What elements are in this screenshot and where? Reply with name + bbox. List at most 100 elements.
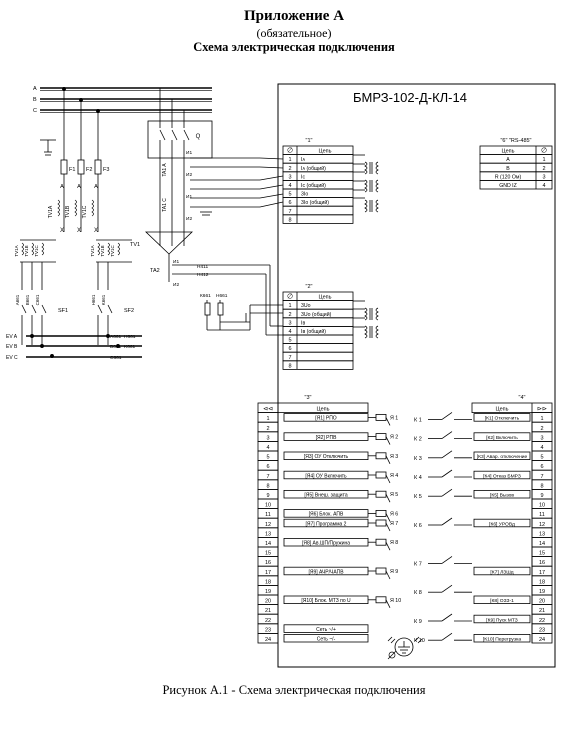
block3-col-header: Цепь: [317, 407, 330, 413]
ta2-label: TA2: [150, 268, 160, 274]
block3-pin: 3: [266, 435, 269, 441]
block1-signal: 3Io: [301, 192, 308, 198]
block4-pin: 4: [540, 445, 543, 451]
ev-label: EV A: [6, 334, 18, 340]
block1-pin: 6: [288, 200, 291, 206]
breaker-contact-icon: [171, 129, 178, 141]
bus-tap: [106, 334, 110, 338]
current-transformer-icon: [364, 161, 368, 175]
block1-signal: 3Io (общий): [301, 199, 329, 206]
coil-icon: [375, 325, 379, 339]
block4-pin: 17: [539, 570, 545, 576]
block4-tag: "4": [519, 395, 526, 401]
relay-contact-icon: [441, 632, 453, 641]
block3-input-label: Я 5: [390, 492, 398, 498]
block4-pin: 3: [540, 435, 543, 441]
ta2-terminal: И2: [173, 282, 179, 288]
block3-input-label: Я 10: [390, 598, 401, 604]
block4-signal: [К7] ЛЗШд: [490, 569, 513, 575]
block3-pin: 9: [266, 493, 269, 499]
block4-col-header: Цепь: [496, 407, 509, 413]
fuse-icon: [60, 159, 68, 175]
block3-pin: 5: [266, 455, 269, 461]
ev-label: EV C: [6, 355, 18, 361]
block1-signal: Iᴀ: [301, 157, 305, 163]
voltage-transformer-icon: [74, 199, 77, 217]
block1-pin: 3: [288, 174, 291, 180]
input-return: [385, 417, 391, 426]
switch-contact-icon: [31, 304, 37, 314]
coil-icon: [375, 179, 379, 193]
ev-mark: B661: [110, 344, 122, 350]
relay-label: К 6: [414, 523, 422, 529]
block3-pin-cell: [257, 633, 279, 644]
block4-pin: 14: [539, 541, 545, 547]
block3-signal: [Я10] Блок. МТЗ по U: [301, 598, 351, 604]
block2-tag: "2": [306, 284, 313, 290]
block2-pin: 1: [288, 303, 291, 309]
block3-signal: [Я6] Блок. АПВ: [309, 512, 344, 518]
block3-signal: [Я9] АЧР/ЧАПВ: [308, 569, 344, 575]
input-return: [385, 542, 391, 551]
block3-signal: [Я4] ОУ Включить: [305, 473, 347, 479]
switch-contact-icon: [97, 304, 103, 314]
input-element: [375, 490, 387, 498]
voltage-transformer-icon: [31, 242, 34, 256]
block3-input-box: [283, 634, 369, 643]
block4-pin: 16: [539, 560, 545, 566]
block3-signal: [Я1] РПО: [315, 416, 336, 422]
block3-input-label: Я 1: [390, 415, 398, 421]
breaker-box: [147, 120, 213, 159]
block6-pin: 3: [542, 174, 545, 180]
relay-contact-icon: [441, 450, 453, 459]
block4-signal: [К2] Включить: [486, 435, 518, 441]
wire-mark: Н411: [197, 264, 208, 270]
block3-signal: Сеть ~/+: [316, 627, 336, 633]
block3-pin: 19: [265, 589, 271, 595]
fuse-label: F3: [103, 167, 109, 173]
wire-mark: К661: [200, 293, 211, 299]
switch-contact-icon: [41, 304, 47, 314]
block3-pin: 11: [265, 512, 271, 518]
relay-contact-icon: [441, 613, 453, 622]
bus-tap: [96, 109, 100, 113]
wire-mark: A661: [15, 294, 20, 305]
ev-label: EV B: [6, 344, 18, 350]
block4-pin: 2: [540, 426, 543, 432]
block3-pin: 12: [265, 522, 271, 528]
block2-signal: Iв (общий): [301, 328, 326, 335]
block4-pin: 8: [540, 483, 543, 489]
block2-row: [282, 343, 354, 353]
block2-row: [282, 300, 354, 310]
bus-tap: [50, 354, 54, 358]
block2-col-header: Цепь: [319, 295, 332, 301]
x-mark: X: [60, 228, 64, 234]
block3-pin: 20: [265, 599, 271, 605]
relay-label: К 8: [414, 590, 422, 596]
block3-pin: 18: [265, 579, 271, 585]
relay-label: К 5: [414, 494, 422, 500]
device-title: БМРЗ-102-Д-КЛ-14: [353, 90, 467, 105]
block6-row: [479, 154, 553, 164]
block2-signal: 3Uo (общий): [301, 311, 332, 318]
relay-contact-icon: [441, 556, 453, 564]
relay-label: К 3: [414, 456, 422, 462]
switch-contact-icon: [107, 304, 113, 314]
ev-mark: H661: [124, 334, 136, 340]
block3-input-box: [283, 624, 369, 633]
block2-pin: 2: [288, 312, 291, 318]
block4-pin-cell: [531, 633, 553, 644]
block6-row: [479, 162, 553, 173]
block3-signal: [Я8] Ав.ШП/Пружина: [302, 541, 350, 547]
relay-label: К 4: [414, 475, 422, 481]
block4-signal: [К3] Авар. отключение: [477, 454, 528, 460]
block1-tag: "1": [306, 138, 313, 144]
block6-pin: 1: [542, 157, 545, 163]
block1-signal: Iᴀ (общий): [301, 165, 326, 172]
ct-wire: [259, 175, 284, 181]
ta1-label: TA1 C: [162, 198, 168, 212]
ct-wire: [259, 166, 284, 169]
block2-pin: 6: [288, 346, 291, 352]
block4-pin: 19: [539, 589, 545, 595]
block3-pin: 24: [265, 637, 271, 643]
